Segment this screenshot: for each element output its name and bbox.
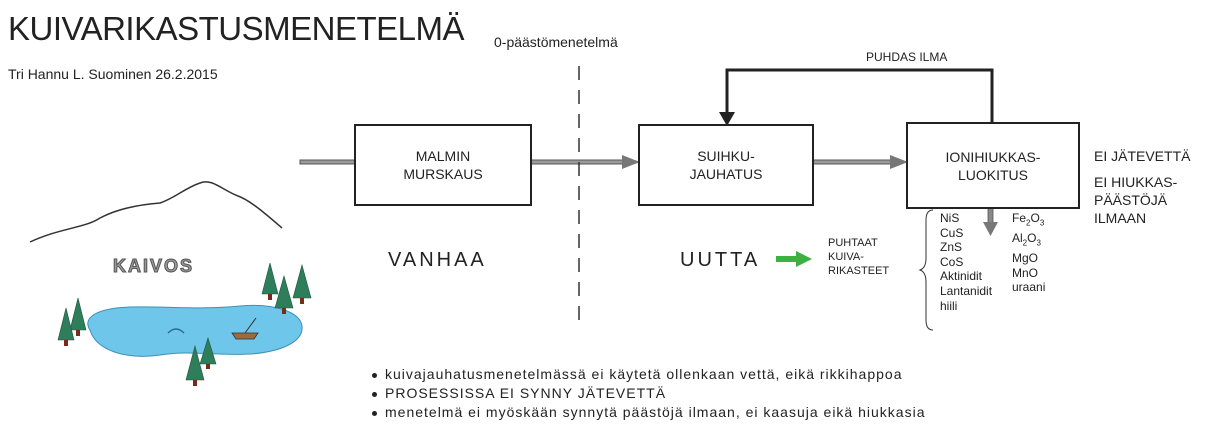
clean-air-loop: [725, 68, 994, 122]
label-pure-concentrates: PUHTAAT KUIVA- RIKASTEET: [828, 237, 890, 277]
tree-trunk: [206, 364, 210, 369]
fish-jump: [167, 328, 185, 334]
tree-trunk: [193, 380, 197, 386]
tree-trunk: [76, 330, 80, 336]
note-no-wastewater: EI JÄTEVETTÄ: [1094, 148, 1191, 164]
product-item: Aktinidit: [940, 269, 983, 284]
tree-icon: [261, 262, 279, 295]
box-ion-classification: IONIHIUKKAS- LUOKITUS: [906, 122, 1080, 209]
product-item: CuS: [940, 225, 964, 240]
bullet-dot-icon: [372, 391, 377, 397]
box-ore-crushing: MALMIN MURSKAUS: [354, 124, 532, 206]
down-arrow-head: [983, 222, 998, 236]
label-old: VANHAA: [388, 249, 487, 271]
tree-icon: [69, 297, 87, 331]
product-item: CoS: [940, 254, 964, 269]
product-fe2o3: Fe2O3: [1012, 211, 1045, 228]
fishing-rod: [244, 317, 257, 334]
bullet-item: menetelmä ei myöskään synnytä päästöjä i…: [372, 404, 925, 420]
box-jet-milling: SUIHKU- JAUHATUS: [638, 124, 814, 206]
lake: [87, 304, 303, 357]
products-list-2: Fe2O3 Al2O3 MgO MnO uraani: [1012, 211, 1045, 295]
products-list-1: NiS CuS ZnS CoS Aktinidit Lantanidit hii…: [940, 211, 992, 313]
boat: [231, 332, 259, 340]
bullet-dot-icon: [372, 410, 377, 416]
product-al2o3: Al2O3: [1012, 230, 1041, 248]
product-item: ZnS: [940, 240, 963, 255]
products-brace: [918, 209, 934, 331]
note-no-particle-emissions: EI HIUKKAS- PÄÄSTÖJÄ ILMAAN: [1094, 174, 1178, 226]
tree-trunk: [282, 308, 286, 314]
bullet-dot-icon: [372, 372, 377, 378]
clean-air-label: PUHDAS ILMA: [866, 50, 948, 64]
tree-trunk: [64, 340, 68, 346]
label-new: UUTTA: [680, 249, 761, 271]
tree-trunk: [300, 298, 304, 304]
product-mno: MnO: [1012, 265, 1039, 280]
page-title: KUIVARIKASTUSMENETELMÄ: [8, 10, 464, 47]
arrow-to-classification: [890, 155, 908, 169]
clean-air-arrowhead: [719, 112, 735, 126]
product-item: hiili: [940, 298, 958, 313]
tree-icon: [199, 336, 217, 365]
green-arrow-shaft: [776, 256, 798, 262]
page-subtitle: 0-päästömenetelmä: [494, 34, 618, 50]
mountain-outline: [29, 181, 283, 243]
product-uraani: uraani: [1012, 280, 1046, 295]
green-arrow-head: [796, 251, 812, 267]
product-item: Lantanidit: [940, 283, 993, 298]
arrow-to-milling: [622, 155, 640, 169]
tree-trunk: [268, 294, 272, 300]
product-item: NiS: [940, 211, 960, 225]
bullet-item: kuivajauhatusmenetelmässä ei käytetä oll…: [372, 366, 903, 382]
mine-label: KAIVOS: [112, 256, 195, 277]
product-mgo: MgO: [1012, 250, 1039, 265]
tree-icon: [292, 263, 312, 299]
bullet-item: PROSESSISSA EI SYNNY JÄTEVETTÄ: [372, 385, 666, 401]
author-line: Tri Hannu L. Suominen 26.2.2015: [8, 66, 218, 82]
